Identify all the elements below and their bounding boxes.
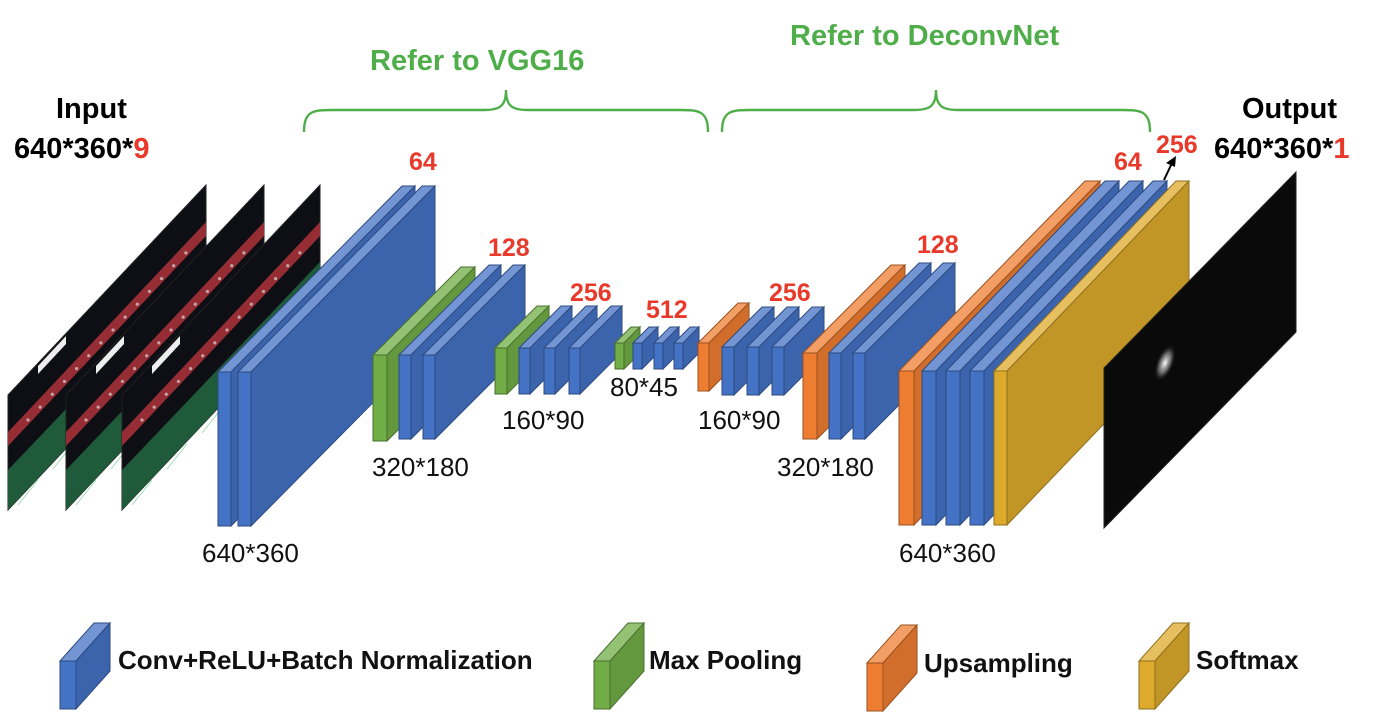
conv-block-enc-2	[236, 184, 437, 528]
input-dims-prefix: 640*360*	[14, 133, 134, 165]
output-label: Output	[1242, 93, 1338, 125]
resolution-label-bottleneck: 80*45	[610, 372, 678, 402]
legend-softmax-icon	[1137, 621, 1191, 711]
input-channels: 9	[133, 133, 150, 165]
input-label: Input	[56, 93, 127, 125]
output-frame	[1103, 170, 1297, 530]
legend-pool-icon	[592, 621, 646, 711]
resolution-label-enc-160: 160*90	[502, 405, 585, 435]
resolution-label-enc-320: 320*180	[372, 452, 469, 482]
pool-block-3	[613, 325, 642, 371]
legend-conv-label: Conv+ReLU+Batch Normalization	[118, 645, 533, 675]
resolution-label-dec-320: 320*180	[777, 452, 874, 482]
layer-blocks	[216, 156, 1191, 528]
channel-label-dec-64: 64	[1114, 148, 1142, 176]
vgg-brace-label: Refer to VGG16	[370, 45, 585, 77]
channel-label-dec-256: 256	[769, 279, 811, 307]
legend-softmax-label: Softmax	[1196, 645, 1299, 675]
output-heatmap	[1103, 170, 1297, 530]
legend-upsample-label: Upsampling	[924, 648, 1073, 678]
resolution-label-enc-640: 640*360	[202, 538, 299, 568]
resolution-label-dec-640: 640*360	[899, 538, 996, 568]
conv-block-bottleneck-3	[672, 325, 701, 371]
channel-label-enc-256: 256	[570, 279, 612, 307]
shuttlecock-heatmap-spot	[1153, 344, 1177, 382]
final-256-arrow	[1163, 162, 1173, 181]
braces	[302, 89, 1152, 133]
channel-label-dec-256-final: 256	[1156, 131, 1198, 159]
output-dims: 640*360*1	[1214, 135, 1349, 164]
conv-block-enc-7	[567, 304, 624, 396]
channel-label-enc-128: 128	[488, 234, 530, 262]
deconv-brace	[720, 89, 1152, 133]
vgg-brace	[302, 89, 710, 133]
channel-label-dec-128: 128	[917, 231, 959, 259]
output-channels: 1	[1333, 133, 1350, 165]
deconv-brace-label: Refer to DeconvNet	[790, 20, 1060, 52]
output-dims-prefix: 640*360*	[1214, 133, 1334, 165]
input-dims: 640*360*9	[14, 135, 149, 164]
conv-block-bottleneck-2	[652, 325, 681, 371]
resolution-label-dec-160: 160*90	[698, 405, 781, 435]
legend-pool-label: Max Pooling	[649, 645, 803, 675]
legend-conv-icon	[58, 621, 112, 711]
legend-upsample-icon	[865, 623, 919, 713]
channel-label-enc-512: 512	[646, 296, 688, 324]
channel-label-enc-64: 64	[409, 148, 437, 176]
legend-icons	[58, 621, 1191, 713]
final-256-arrowhead	[1166, 156, 1176, 167]
